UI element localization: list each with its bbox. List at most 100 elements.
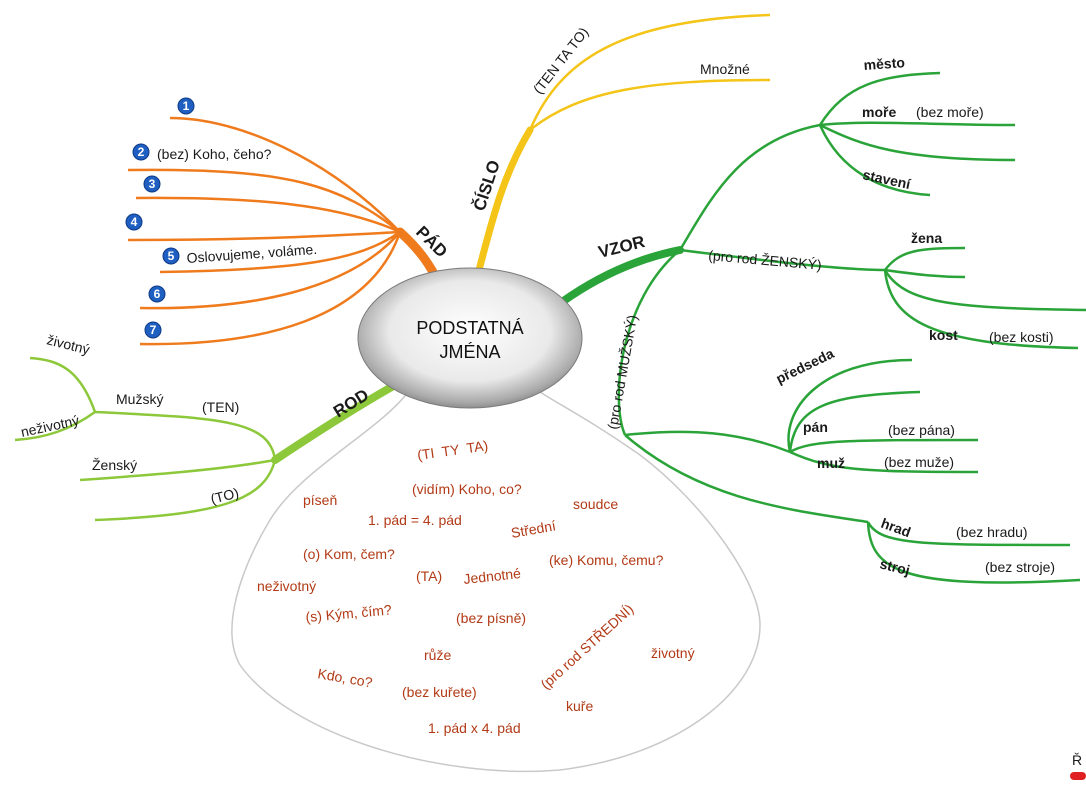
pad-line-7 [139, 231, 402, 346]
pool-stredni: Střední [510, 517, 557, 541]
vzor-line-muzsky-lower [624, 434, 869, 524]
pad-line-5 [159, 230, 401, 274]
cislo-trunk [471, 126, 534, 289]
pool-bez-pisne: (bez písně) [456, 610, 526, 626]
vzor-staveni: stavení [861, 166, 913, 192]
cislo-branch [471, 13, 771, 289]
vzor-stroj-note: (bez stroje) [985, 559, 1055, 575]
vzor-more: moře [862, 104, 896, 120]
vzor-line-more [819, 121, 1016, 127]
vzor-line-empty-2 [884, 268, 966, 279]
vzor-line-zena [884, 246, 966, 271]
vzor-line-predseda [787, 358, 913, 453]
pool-ruze: růže [424, 647, 451, 663]
center-title-line2: JMÉNA [439, 342, 500, 362]
pad-branch [127, 116, 445, 346]
rod-zivotny: životný [45, 331, 91, 357]
pool-pisen: píseň [303, 492, 337, 508]
svg-text:3: 3 [149, 177, 156, 191]
svg-text:7: 7 [150, 323, 157, 337]
vzor-line-kost [883, 269, 1079, 350]
rod-line-muzsky [94, 410, 277, 461]
pad-line-4 [127, 230, 401, 242]
pool-bez-kurete: (bez kuřete) [402, 684, 477, 700]
vzor-line-empty-4 [788, 390, 921, 453]
pad-line-1 [169, 116, 401, 233]
pad-number-3: 3 [143, 175, 161, 193]
vzor-more-note: (bez moře) [916, 104, 984, 120]
pad-line-6 [139, 231, 401, 310]
pad-text-5: Oslovujeme, voláme. [186, 241, 318, 266]
pool-soudce: soudce [573, 496, 618, 512]
vzor-kost: kost [929, 327, 958, 343]
cislo-ten-ta-to: (TEN TA TO) [530, 24, 592, 97]
vzor-line-muz [789, 450, 979, 474]
pool-s-kym-cim: (s) Kým, čím? [305, 602, 393, 625]
vzor-line-empty [819, 123, 1016, 162]
pad-number-2: 2 [132, 143, 150, 161]
pool-vidim-koho-co: (vidím) Koho, co? [412, 481, 522, 497]
pad-number-5: 5 [162, 247, 180, 265]
vzor-mesto: město [863, 54, 905, 73]
svg-text:5: 5 [168, 249, 175, 263]
pool-1pad-eq-4pad: 1. pád = 4. pád [368, 512, 462, 528]
pool-1pad-x-4pad: 1. pád x 4. pád [428, 720, 521, 736]
pad-number-7: 7 [144, 321, 162, 339]
vzor-line-hrad [866, 521, 1071, 547]
vzor-pan-note: (bez pána) [888, 422, 955, 438]
vzor-trunk [558, 246, 684, 306]
pool-jednotne: Jednotné [463, 565, 522, 587]
pool-o-kom-cem: (o) Kom, čem? [303, 546, 395, 562]
vzor-line-pan [789, 438, 979, 454]
svg-text:2: 2 [138, 145, 145, 159]
word-pool-bubble [231, 391, 761, 773]
rod-line-nezivotny [14, 410, 96, 442]
rod-zensky: Ženský [92, 457, 137, 473]
pool-ta: (TA) [416, 568, 442, 584]
vzor-line-stroj [866, 521, 1081, 584]
rod-branch [14, 356, 399, 522]
vzor-line-staveni [818, 124, 931, 197]
pad-number-4: 4 [125, 213, 143, 231]
svg-text:6: 6 [154, 287, 161, 301]
vzor-muz-note: (bez muže) [884, 454, 954, 470]
rod-muzsky: Mužský [116, 391, 163, 407]
vzor-line-empty-3 [883, 269, 1086, 312]
vzor-muzsky: (pro rod MUŽSKÝ) [604, 314, 640, 431]
vzor-zena: žena [911, 230, 942, 246]
pad-line-3 [135, 196, 401, 234]
pad-number-6: 6 [148, 285, 166, 303]
cislo-line-ten-ta-to [528, 13, 771, 131]
vzor-stem-muzsky [617, 249, 681, 436]
vzor-branch [558, 71, 1086, 584]
cislo-line-mnozne [529, 78, 771, 131]
rod-to: (TO) [209, 484, 241, 506]
cislo-mnozne: Množné [700, 61, 750, 77]
vzor-line-muzsky-main [624, 430, 791, 454]
pool-zivotny: životný [651, 645, 695, 661]
rod-line-zivotny [29, 356, 97, 413]
corner-letter: Ř [1072, 752, 1082, 768]
rod-line-to [94, 459, 277, 522]
center-title-line1: PODSTATNÁ [416, 318, 523, 338]
pad-text-2: (bez) Koho, čeho? [157, 146, 272, 162]
pool-ke-komu-cemu: (ke) Komu, čemu? [549, 552, 664, 568]
rod-nezivotny: neživotný [19, 412, 80, 440]
rod-ten: (TEN) [202, 399, 239, 415]
corner-red-bar [1070, 772, 1086, 780]
vzor-pan: pán [803, 419, 828, 435]
vzor-muz: muž [817, 455, 845, 471]
center-oval [357, 267, 583, 409]
pool-kure: kuře [566, 698, 593, 714]
rod-line-zensky [79, 458, 276, 482]
vzor-stem-stredni [678, 123, 821, 251]
rod-trunk [271, 381, 399, 464]
vzor-kost-note: (bez kosti) [989, 329, 1054, 345]
vzor-line-mesto [818, 71, 941, 126]
vzor-hrad-note: (bez hradu) [956, 524, 1028, 540]
vzor-stroj: stroj [878, 555, 911, 578]
rod-title: ROD [330, 385, 372, 421]
svg-text:1: 1 [183, 99, 190, 113]
vzor-zensky: (pro rod ŽENSKÝ) [708, 247, 823, 273]
